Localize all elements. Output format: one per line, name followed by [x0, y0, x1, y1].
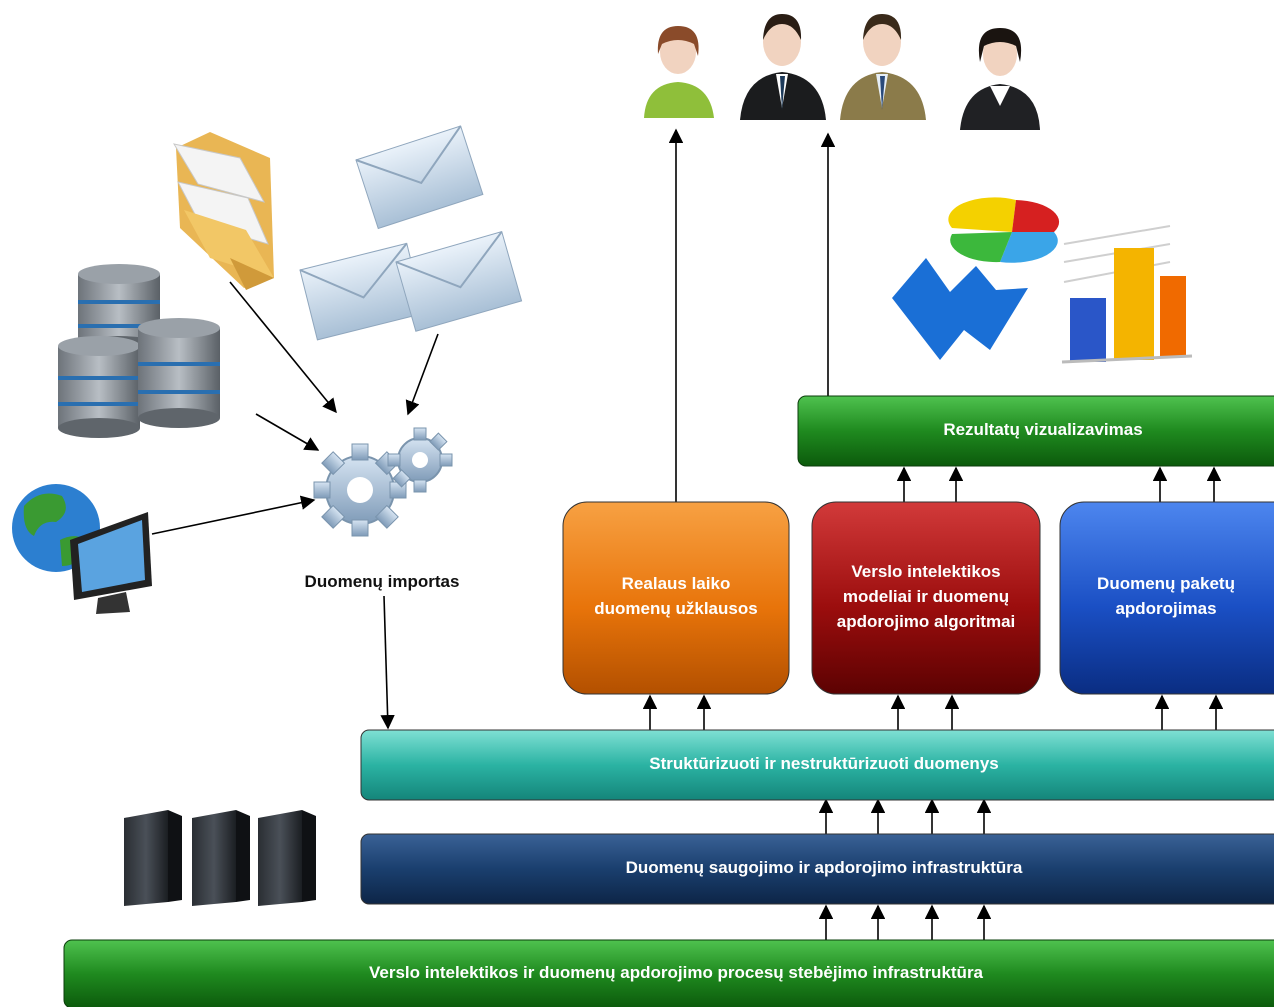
realtime-label-line-2: duomenų užklausos — [594, 599, 757, 618]
folder-icon — [172, 132, 274, 290]
batch-label-line-1: Duomenų paketų — [1097, 574, 1235, 593]
gears-icon — [313, 427, 453, 537]
user-icon — [740, 14, 826, 120]
monitoring-bar-label: Verslo intelektikos ir duomenų apdorojim… — [369, 963, 984, 982]
user-icon — [960, 28, 1040, 130]
data-bar-label: Struktūrizuoti ir nestruktūrizuoti duome… — [649, 754, 998, 773]
globe-monitor-icon — [12, 484, 152, 614]
bi-models-label-line-3: apdorojimo algoritmai — [837, 612, 1016, 631]
data-bar: Struktūrizuoti ir nestruktūrizuoti duome… — [360, 729, 1274, 801]
users-group — [644, 14, 1040, 130]
arrows — [151, 128, 1224, 940]
visualization-bar: Rezultatų vizualizavimas — [797, 395, 1274, 467]
storage-bar-label: Duomenų saugojimo ir apdorojimo infrastr… — [626, 858, 1023, 877]
chart-icon — [892, 197, 1193, 364]
user-icon — [840, 14, 926, 120]
batch-processing-box: Duomenų paketų apdorojimas — [1059, 501, 1274, 695]
visualization-label: Rezultatų vizualizavimas — [943, 420, 1142, 439]
bi-models-label-line-2: modeliai ir duomenų — [843, 587, 1009, 606]
database-icon — [58, 264, 220, 438]
realtime-label-line-1: Realaus laiko — [622, 574, 731, 593]
import-label: Duomenų importas — [305, 572, 460, 591]
storage-bar: Duomenų saugojimo ir apdorojimo infrastr… — [360, 833, 1274, 905]
batch-label-line-2: apdorojimas — [1115, 599, 1216, 618]
monitoring-bar: Verslo intelektikos ir duomenų apdorojim… — [63, 939, 1274, 1007]
realtime-queries-box: Realaus laiko duomenų užklausos — [562, 501, 790, 695]
user-icon — [644, 26, 714, 118]
envelope-icon — [299, 125, 523, 341]
server-icon — [124, 810, 316, 906]
bi-models-label-line-1: Verslo intelektikos — [851, 562, 1000, 581]
bi-models-box: Verslo intelektikos modeliai ir duomenų … — [811, 501, 1041, 695]
